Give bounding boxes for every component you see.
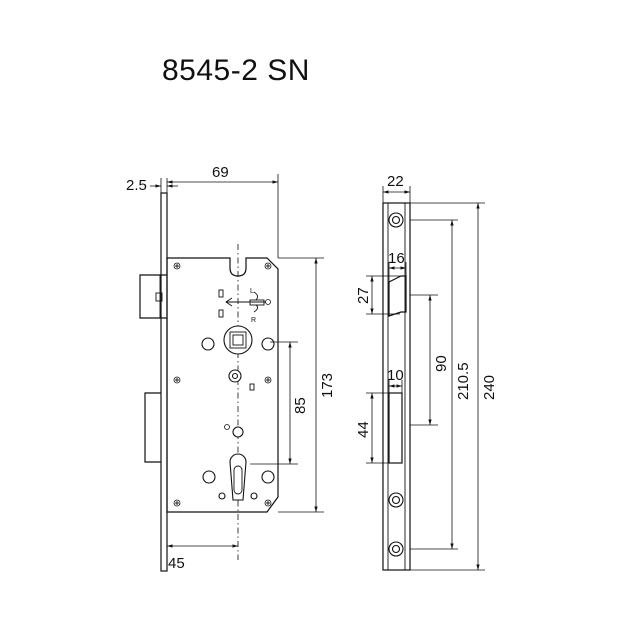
dim-lower-backset: 45 <box>168 555 185 572</box>
screw-icon-top-left <box>173 262 181 270</box>
spindle-hub <box>223 325 253 355</box>
hole-left <box>201 337 215 351</box>
faceplate <box>160 192 168 572</box>
dim-latch-width: 16 <box>388 250 405 267</box>
dim-strike-spacing: 90 <box>433 355 450 372</box>
dim-case-height: 173 <box>319 373 336 398</box>
dim-deadbolt-height: 44 <box>355 421 372 438</box>
cylinder-cutout <box>229 453 247 501</box>
side-deadbolt <box>388 392 403 464</box>
dim-faceplate-length: 240 <box>481 375 498 400</box>
screw-icon-bottom-left <box>173 499 181 507</box>
hole-right <box>261 337 275 351</box>
side-faceplate <box>382 202 411 571</box>
screw-icon-lower <box>388 492 404 508</box>
screw-icon-mid-left <box>173 376 181 384</box>
dim-center-distance: 85 <box>292 397 309 414</box>
dim-faceplate-width: 22 <box>387 173 404 190</box>
dim-deadbolt-width: 10 <box>387 367 404 384</box>
latch-direction-indicator: L R <box>218 288 271 324</box>
latch-marker-right: R <box>251 317 256 324</box>
screw-icon-top-right <box>264 262 272 270</box>
front-view: L R 2.5 69 <box>126 164 336 572</box>
latch-bolt <box>139 274 167 319</box>
screw-icon-bottom <box>388 541 404 557</box>
side-latch <box>388 275 407 317</box>
dim-backset-total: 69 <box>212 164 229 181</box>
dim-screw-spacing: 210.5 <box>455 362 472 400</box>
screw-icon-bottom-right <box>264 499 272 507</box>
side-view: 22 16 27 10 44 90 210.5 2 <box>355 173 498 571</box>
model-title: 8545-2 SN <box>162 54 310 87</box>
dim-faceplate-thickness: 2.5 <box>126 177 147 194</box>
lock-case <box>166 257 279 513</box>
latch-marker-left: L <box>250 288 254 295</box>
screw-icon-top <box>388 212 404 228</box>
screw-icon-mid-right <box>264 376 272 384</box>
dim-latch-height: 27 <box>355 287 372 304</box>
deadbolt <box>144 392 161 463</box>
